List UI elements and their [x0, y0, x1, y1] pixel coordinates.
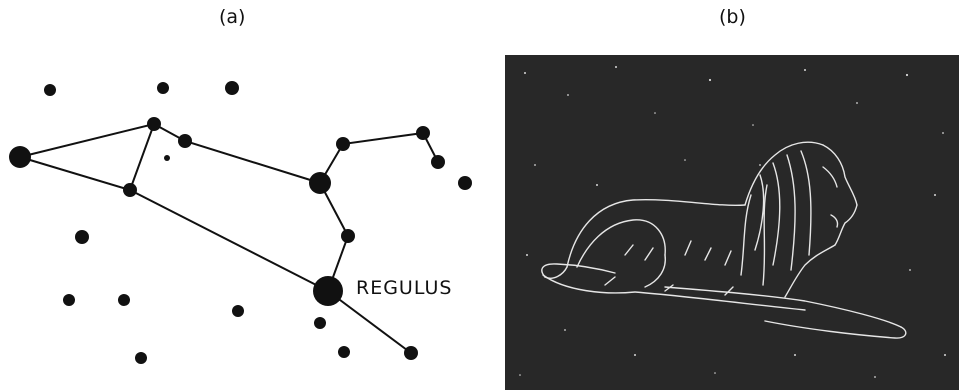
- star: [164, 155, 170, 161]
- star: [309, 172, 331, 194]
- star-regulus: [313, 276, 343, 306]
- leo-constellation-diagram: REGULUS: [0, 0, 505, 390]
- constellation-line-triangle: [20, 124, 154, 190]
- star: [9, 146, 31, 168]
- regulus-label: REGULUS: [356, 277, 452, 299]
- constellation-line-leg: [328, 291, 411, 353]
- night-sky-background: [505, 55, 959, 390]
- constellation-line-belly: [130, 190, 328, 291]
- star: [225, 81, 239, 95]
- star: [416, 126, 430, 140]
- star: [341, 229, 355, 243]
- lion-illustration: [505, 55, 959, 390]
- panel-b-label: (b): [719, 6, 746, 28]
- stars: [9, 81, 472, 364]
- star: [157, 82, 169, 94]
- star: [338, 346, 350, 358]
- star: [147, 117, 161, 131]
- star: [404, 346, 418, 360]
- star: [44, 84, 56, 96]
- star: [458, 176, 472, 190]
- star: [232, 305, 244, 317]
- star: [178, 134, 192, 148]
- star: [63, 294, 75, 306]
- star: [431, 155, 445, 169]
- star: [75, 230, 89, 244]
- constellation-line-back: [154, 124, 348, 291]
- star: [135, 352, 147, 364]
- star: [118, 294, 130, 306]
- star: [314, 317, 326, 329]
- star: [123, 183, 137, 197]
- star: [336, 137, 350, 151]
